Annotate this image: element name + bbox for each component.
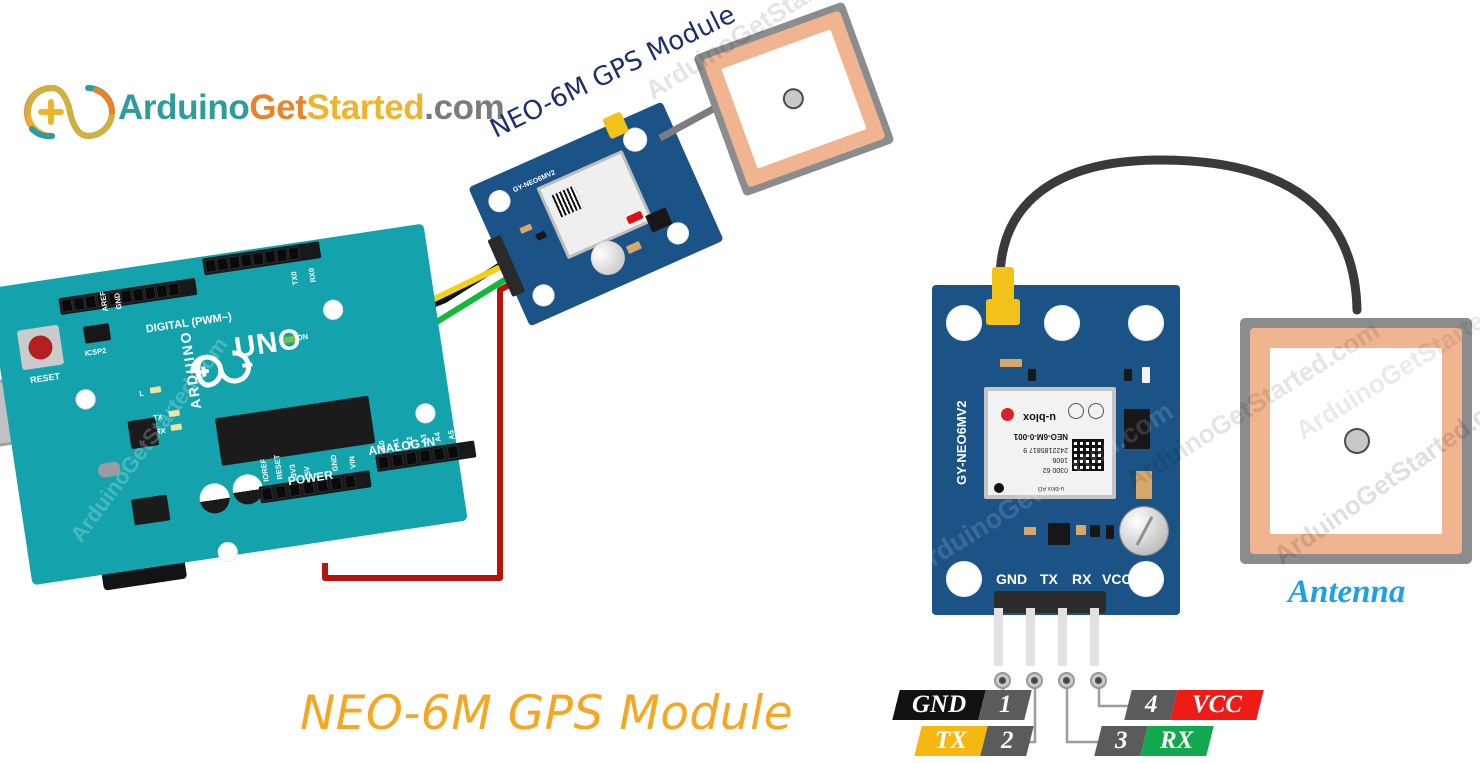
smd-part xyxy=(1000,359,1022,367)
pin-number-2: 2 xyxy=(980,726,1034,756)
arduino-infinity-logo xyxy=(190,350,253,388)
ublox-module: u-blox AG 0300 62 1606 2422185817 9 NEO-… xyxy=(984,387,1116,499)
antenna-right: ArduinoGetStarted.com xyxy=(1240,318,1480,571)
pin-name-tx: TX xyxy=(914,726,988,756)
logo-wordmark: ArduinoGetStarted.com xyxy=(118,88,505,128)
logo-word-started: Started xyxy=(306,88,425,127)
pin-dot-1 xyxy=(994,672,1011,689)
pin-number-3: 3 xyxy=(1094,726,1148,756)
pin-name-vcc: VCC xyxy=(1170,690,1264,720)
mounting-hole xyxy=(1044,305,1080,341)
logo-word-dotcom: .com xyxy=(424,88,505,127)
mounting-hole xyxy=(946,561,982,597)
pin-dot-3 xyxy=(1058,672,1075,689)
smd-part xyxy=(1090,525,1100,537)
mounting-hole xyxy=(1128,305,1164,341)
pin-label-gnd: GND xyxy=(996,571,1028,587)
ufl-base xyxy=(986,299,1020,325)
pin-name-gnd: GND xyxy=(892,690,986,720)
smd-part xyxy=(1076,525,1086,535)
antenna-cable-right xyxy=(995,155,1362,315)
smd-part xyxy=(1048,523,1070,545)
backup-battery xyxy=(1120,507,1168,555)
pin-label-rx: RX xyxy=(1072,571,1092,587)
pin-name-rx: RX xyxy=(1140,726,1214,756)
pin-label-vcc: VCC xyxy=(1102,571,1132,587)
smd-part xyxy=(1024,527,1036,535)
arduino-uno-board[interactable]: RESET ICSP2 DIGITAL (PWM~) AREF GND T xyxy=(0,223,480,622)
page-title: NEO-6M GPS Module xyxy=(300,686,794,741)
smd-part xyxy=(1136,471,1152,499)
antenna-label: Antenna xyxy=(1288,574,1406,610)
pin-dot-2 xyxy=(1026,672,1043,689)
site-logo[interactable]: ArduinoGetStarted.com xyxy=(18,72,505,162)
logo-word-get: Get xyxy=(249,88,307,127)
smd-part xyxy=(1028,369,1036,381)
pin-label-tx: TX xyxy=(1040,571,1058,587)
pin-number-4: 4 xyxy=(1124,690,1178,720)
smd-part xyxy=(1124,369,1132,381)
gps-module-right[interactable]: u-blox AG 0300 62 1606 2422185817 9 NEO-… xyxy=(904,267,1180,615)
arduino-infinity-icon xyxy=(24,84,115,140)
smd-part xyxy=(1106,525,1114,539)
pin-dot-4 xyxy=(1090,672,1107,689)
mounting-hole xyxy=(946,305,982,341)
gps-right-pin-header[interactable] xyxy=(994,591,1106,613)
smd-part xyxy=(1142,367,1150,383)
eeprom-chip xyxy=(1124,409,1150,449)
mounting-hole xyxy=(1128,561,1164,597)
header-pins xyxy=(994,608,1124,668)
logo-word-arduino: Arduino xyxy=(118,88,250,127)
pin-number-1: 1 xyxy=(978,690,1032,720)
